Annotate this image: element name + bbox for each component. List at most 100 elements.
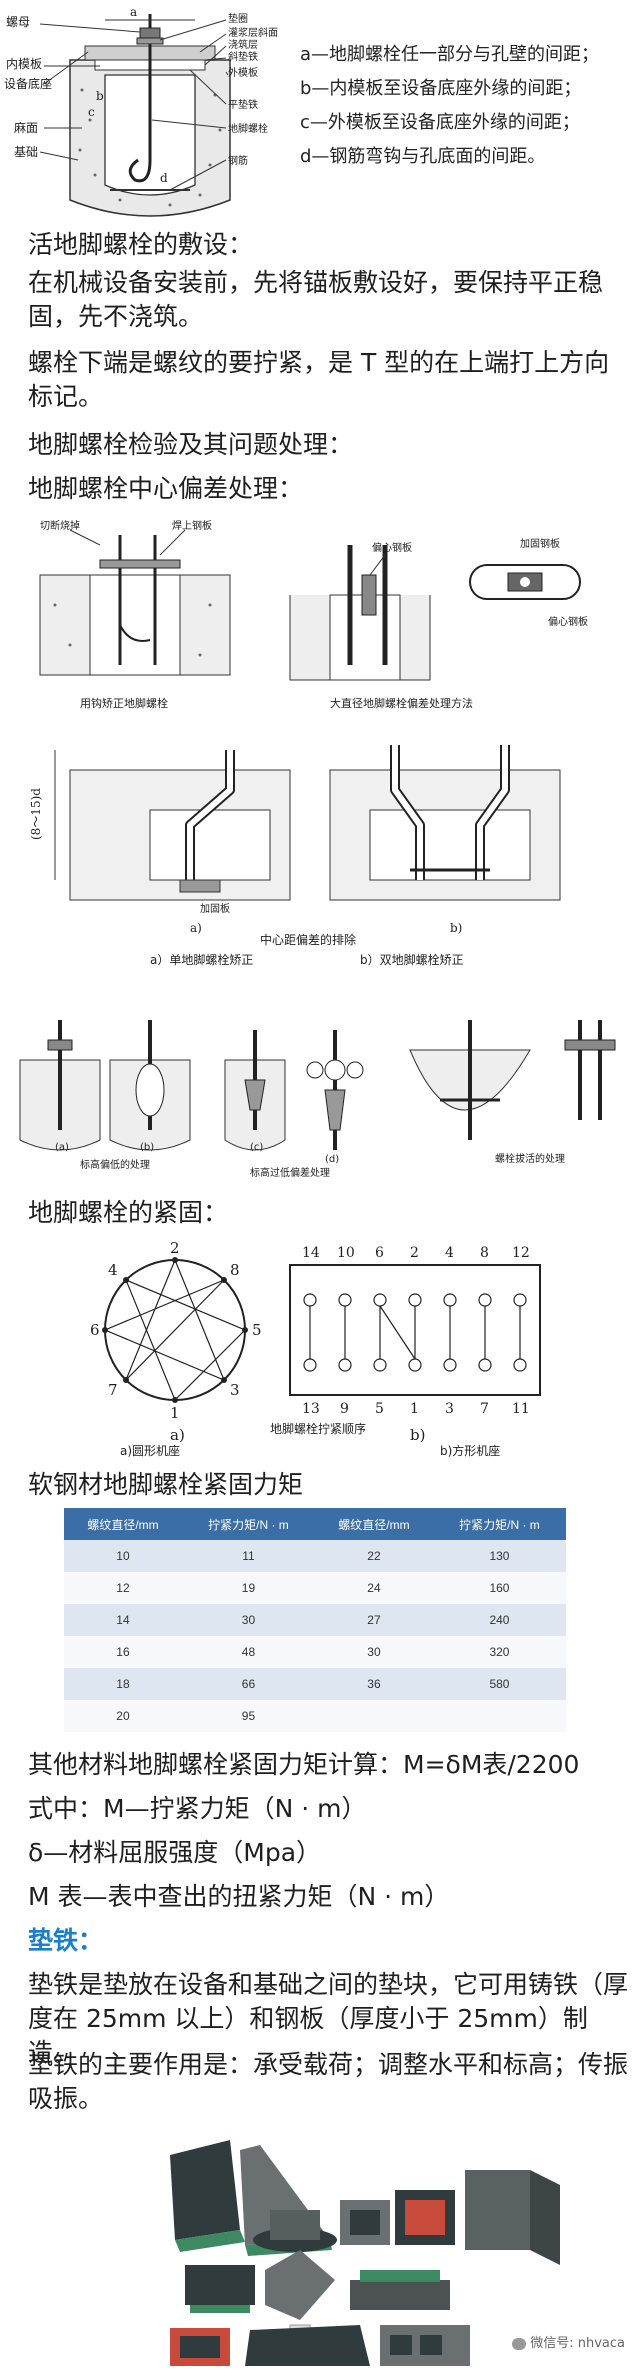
cell bbox=[314, 1700, 433, 1732]
top-num-2: 2 bbox=[410, 1245, 419, 1261]
cell: 22 bbox=[314, 1540, 433, 1572]
caption-center-distance: 中心距偏差的排除 bbox=[260, 932, 356, 947]
cell: 95 bbox=[181, 1700, 315, 1732]
elevation-deviation-diagram: (a) (b) 标高偏低的处理 (c) (d) 标高过低偏差处理 螺栓拔活的处理 bbox=[19, 1020, 616, 1179]
label-flat-shim: 平垫铁 bbox=[228, 98, 258, 111]
caption-single-bolt: a）单地脚螺栓矫正 bbox=[150, 952, 253, 967]
label-length-range: (8～15)d bbox=[29, 788, 43, 840]
caption-tightening-order: 地脚螺栓拧紧顺序 bbox=[270, 1421, 366, 1436]
fig1-legend: a—地脚螺栓任一部分与孔壁的间距； b—内模板至设备底座外缘的间距； c—外模板… bbox=[300, 38, 599, 174]
top-num-8: 8 bbox=[480, 1245, 489, 1261]
th-torque-1: 拧紧力矩/N · m bbox=[181, 1508, 315, 1540]
cell: 320 bbox=[432, 1636, 566, 1668]
label-nut: 螺母 bbox=[6, 15, 30, 29]
caption-square-base: b)方形机座 bbox=[440, 1443, 500, 1458]
top-num-10: 10 bbox=[337, 1245, 355, 1261]
top-num-14: 14 bbox=[302, 1245, 320, 1261]
top-num-4: 4 bbox=[445, 1245, 454, 1261]
paragraph-shim-definition: 垫铁是垫放在设备和基础之间的垫块，它可用铸铁（厚度在 25mm 以上）和钢板（厚… bbox=[28, 1970, 629, 2067]
heading-shim: 垫铁： bbox=[28, 1926, 104, 1955]
circle-num-5: 5 bbox=[252, 1321, 262, 1339]
label-cut-burn: 切断烧掉 bbox=[40, 519, 80, 532]
figure-anchor-bolt-section: 螺母 内模板 设备底座 麻面 基础 垫圈 灌浆层斜面 浇筑层 斜垫铁 外模板 平… bbox=[0, 0, 639, 220]
sub-a-label: (a) bbox=[55, 1142, 69, 1153]
formula-definition-delta: δ—材料屈服强度（Mpa） bbox=[28, 1838, 322, 1867]
shim-products-image bbox=[0, 2130, 639, 2366]
label-inner-form: 内模板 bbox=[6, 57, 42, 71]
figure-tightening-sequence: 2 8 5 3 1 7 6 4 a) 14 10 6 2 4 8 12 bbox=[0, 1235, 639, 1460]
cell: 36 bbox=[314, 1668, 433, 1700]
label-foundation: 基础 bbox=[14, 145, 38, 159]
legend-c: c—外模板至设备底座外缘的间距； bbox=[300, 112, 580, 133]
cell: 160 bbox=[432, 1572, 566, 1604]
figure-center-distance: (8～15)d 加固板 a) b) 中心距偏差的排除 a）单地脚螺栓矫正 b）双… bbox=[0, 730, 639, 980]
sub-a: a) bbox=[190, 921, 202, 935]
th-diameter-1: 螺纹直径/mm bbox=[64, 1508, 182, 1540]
th-diameter-2: 螺纹直径/mm bbox=[314, 1508, 433, 1540]
cell: 48 bbox=[181, 1636, 315, 1668]
label-eccentric-plate-2: 偏心钢板 bbox=[548, 615, 588, 628]
label-equipment-base: 设备底座 bbox=[4, 76, 52, 91]
cell: 12 bbox=[64, 1572, 182, 1604]
circle-num-7: 7 bbox=[108, 1381, 118, 1399]
cell: 19 bbox=[181, 1572, 315, 1604]
caption-large-diameter: 大直径地脚螺栓偏差处理方法 bbox=[330, 696, 473, 710]
bottom-num-11: 11 bbox=[512, 1401, 530, 1417]
label-reinforcing-board: 加固板 bbox=[200, 902, 230, 915]
torque-table: 螺纹直径/mm 拧紧力矩/N · m 螺纹直径/mm 拧紧力矩/N · m 10… bbox=[64, 1508, 566, 1732]
sub-c-label: (c) bbox=[250, 1142, 263, 1153]
anchor-bolt-section-diagram: 螺母 内模板 设备底座 麻面 基础 垫圈 灌浆层斜面 浇筑层 斜垫铁 外模板 平… bbox=[4, 5, 278, 217]
deviation-methods-diagram: 切断烧掉 焊上钢板 用钩矫正地脚螺栓 偏心钢板 加固钢板 偏心钢板 大直径地脚螺… bbox=[39, 519, 588, 710]
cell: 130 bbox=[432, 1540, 566, 1572]
cell bbox=[432, 1700, 566, 1732]
heading-inspection: 地脚螺栓检验及其问题处理： bbox=[28, 430, 354, 459]
bottom-num-3: 3 bbox=[445, 1401, 454, 1417]
top-num-12: 12 bbox=[512, 1245, 530, 1261]
circle-num-2: 2 bbox=[170, 1239, 180, 1257]
caption-double-bolt: b）双地脚螺栓矫正 bbox=[360, 952, 464, 967]
table-row: 14 30 27 240 bbox=[64, 1604, 566, 1636]
table-row: 16 48 30 320 bbox=[64, 1636, 566, 1668]
label-anchor-bolt: 地脚螺栓 bbox=[228, 122, 268, 135]
sub-b-tight: b) bbox=[410, 1426, 425, 1444]
heading-fastening: 地脚螺栓的紧固： bbox=[28, 1198, 229, 1227]
legend-a: a—地脚螺栓任一部分与孔壁的间距； bbox=[300, 44, 600, 65]
label-wedge-shim: 斜垫铁 bbox=[228, 50, 258, 63]
tightening-sequence-diagram: 2 8 5 3 1 7 6 4 a) 14 10 6 2 4 8 12 bbox=[90, 1239, 541, 1458]
label-rebar: 钢筋 bbox=[228, 154, 248, 167]
table-header-row: 螺纹直径/mm 拧紧力矩/N · m 螺纹直径/mm 拧紧力矩/N · m bbox=[64, 1508, 566, 1540]
cell: 20 bbox=[64, 1700, 182, 1732]
cell: 14 bbox=[64, 1604, 182, 1636]
cell: 18 bbox=[64, 1668, 182, 1700]
bottom-num-5: 5 bbox=[375, 1401, 384, 1417]
label-eccentric-plate-1: 偏心钢板 bbox=[372, 541, 412, 554]
sub-b-label: (b) bbox=[140, 1142, 154, 1153]
figure-deviation-methods: 切断烧掉 焊上钢板 用钩矫正地脚螺栓 偏心钢板 加固钢板 偏心钢板 大直径地脚螺… bbox=[0, 515, 639, 725]
caption-elevation-low: 标高偏低的处理 bbox=[80, 1158, 150, 1171]
bottom-num-13: 13 bbox=[302, 1401, 320, 1417]
letter-d: d bbox=[160, 171, 168, 185]
caption-round-base: a)圆形机座 bbox=[120, 1443, 180, 1458]
sub-b: b) bbox=[450, 921, 462, 935]
watermark-text: 微信号: nhvaca bbox=[530, 2336, 625, 2351]
cell: 11 bbox=[181, 1540, 315, 1572]
top-num-6: 6 bbox=[375, 1245, 384, 1261]
letter-c: c bbox=[88, 105, 95, 119]
caption-elevation-too-low: 标高过低偏差处理 bbox=[250, 1166, 330, 1179]
label-washer: 垫圈 bbox=[228, 12, 248, 25]
circle-num-3: 3 bbox=[230, 1381, 240, 1399]
circle-num-6: 6 bbox=[90, 1321, 100, 1339]
sub-a-tight: a) bbox=[170, 1426, 185, 1444]
cell: 27 bbox=[314, 1604, 433, 1636]
heading-center-deviation: 地脚螺栓中心偏差处理： bbox=[28, 474, 304, 503]
cell: 240 bbox=[432, 1604, 566, 1636]
sub-d-label: (d) bbox=[325, 1154, 339, 1165]
cell: 30 bbox=[314, 1636, 433, 1668]
label-welded-plate: 焊上钢板 bbox=[172, 519, 212, 532]
formula-definition-mtable: M 表—表中查出的扭紧力矩（N · m） bbox=[28, 1882, 450, 1911]
caption-bolt-pulled: 螺栓拔活的处理 bbox=[495, 1152, 565, 1165]
table-row: 10 11 22 130 bbox=[64, 1540, 566, 1572]
bottom-num-7: 7 bbox=[480, 1401, 489, 1417]
circle-num-1: 1 bbox=[170, 1404, 180, 1422]
formula-definition-m: 式中：M—拧紧力矩（N · m） bbox=[28, 1794, 367, 1823]
